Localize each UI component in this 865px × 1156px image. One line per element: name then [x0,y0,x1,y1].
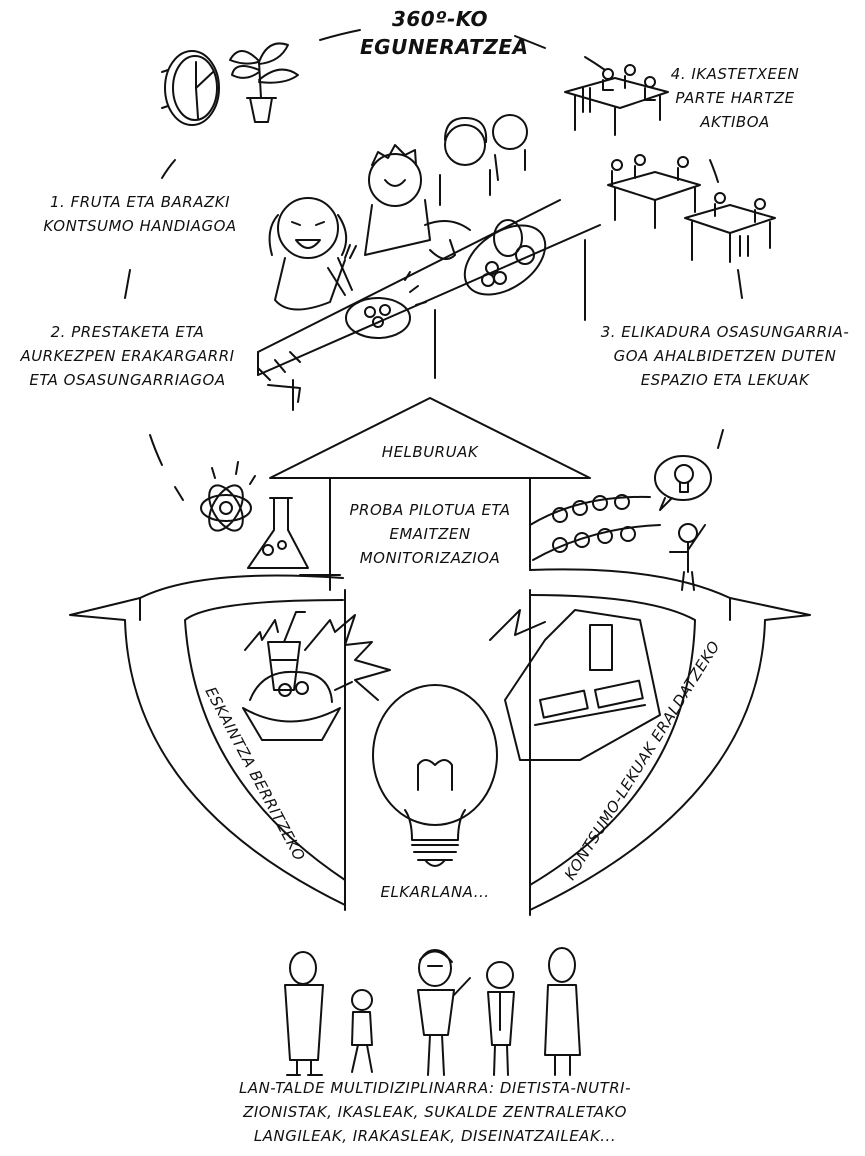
left-arrow [69,574,346,906]
team-label: LAN-TALDE MULTIDIZIPLINARRA: DIETISTA-NU… [200,1076,670,1148]
diagram-title: 360º-KO EGUNERATZEA [360,5,529,61]
objective-4-line-3: AKTIBOA [700,113,770,131]
team-line-1: LAN-TALDE MULTIDIZIPLINARRA: DIETISTA-NU… [238,1079,632,1097]
objective-1: 1. FRUTA ETA BARAZKI KONTSUMO HANDIAGOA [30,190,250,238]
right-arrow [529,568,811,911]
team-line-3: LANGILEAK, IRAKASLEAK, DISEINATZAILEAK..… [253,1127,617,1145]
objective-3: 3. ELIKADURA OSASUNGARRIA- GOA AHALBIDET… [590,320,860,392]
floor-plan-icon [489,609,661,761]
objective-3-line-3: ESPAZIO ETA LEKUAK [640,371,810,389]
collab-label: ELKARLANA... [380,883,490,901]
objective-2: 2. PRESTAKETA ETA AURKEZPEN ERAKARGARRI … [5,320,250,392]
objective-3-line-2: GOA AHALBIDETZEN DUTEN [613,347,837,365]
lightbulb-icon [654,455,712,511]
pilot-line-2: EMAITZEN [389,525,471,543]
audience-icon [529,494,706,591]
team-line-2: ZIONISTAK, IKASLEAK, SUKALDE ZENTRALETAK… [243,1103,627,1121]
meeting-tables-icon [564,64,776,263]
flask-icon [247,497,341,576]
children-eating-illustration [257,114,601,411]
objective-2-line-2: AURKEZPEN ERAKARGARRI [20,347,235,365]
objective-3-line-1: 3. ELIKADURA OSASUNGARRIA- [600,323,850,341]
plant-icon [229,42,299,123]
central-lightbulb-icon [372,684,498,867]
pilot-label: PROBA PILOTUA ETA EMAITZEN MONITORIZAZIO… [335,498,525,570]
pilot-line-1: PROBA PILOTUA ETA [349,501,511,519]
cupcake-icon [242,670,353,741]
objective-4: 4. IKASTETXEEN PARTE HARTZE AKTIBOA [665,62,805,134]
cycle-dashes [124,29,743,501]
objective-2-line-3: ETA OSASUNGARRIAGOA [29,371,226,389]
objective-2-line-1: 2. PRESTAKETA ETA [50,323,205,341]
objective-4-line-1: 4. IKASTETXEEN [670,65,800,83]
objective-1-line-1: 1. FRUTA ETA BARAZKI [50,193,230,211]
title-line-1: 360º-KO [391,7,489,31]
objective-4-line-2: PARTE HARTZE [675,89,795,107]
team-people-icon [284,947,581,1076]
roof-label: HELBURUAK [381,443,479,461]
drink-icon [244,611,391,701]
atom-icon [200,461,256,532]
pilot-line-3: MONITORIZAZIOA [359,549,501,567]
clock-icon [161,50,220,126]
objective-1-line-2: KONTSUMO HANDIAGOA [43,217,237,235]
title-line-2: EGUNERATZEA [360,35,529,59]
